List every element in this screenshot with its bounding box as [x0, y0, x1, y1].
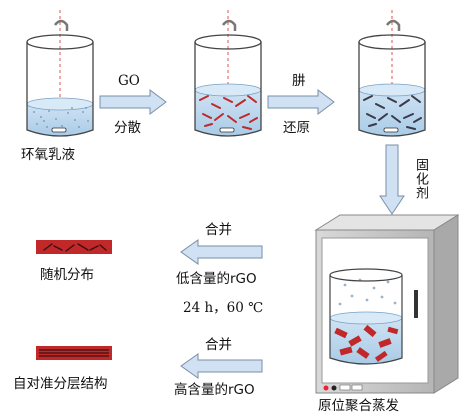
low-content-label: 低含量的rGO [176, 271, 257, 287]
in-situ-evaporation-label: 原位聚合蒸发 [318, 398, 399, 414]
emulsion-dots [33, 107, 89, 128]
disperse-label: 分散 [114, 120, 141, 136]
go-flakes [199, 95, 258, 130]
merge-bottom-label: 合并 [205, 337, 232, 353]
arrow-left-icon [180, 239, 263, 265]
self-aligned-layered-label: 自对准分层结构 [13, 376, 108, 392]
conditions-label: 24 h，60 ℃ [183, 300, 264, 316]
high-content-label: 高含量的rGO [174, 382, 255, 398]
rgo-flakes [363, 95, 422, 130]
stir-bar-icon [383, 127, 399, 133]
go-label: GO [118, 73, 140, 89]
stirrer-icon [386, 19, 401, 31]
curing-agent-label: 固化剂 [413, 158, 428, 200]
vapor-dots [338, 278, 397, 306]
merge-top-label: 合并 [205, 222, 232, 238]
stir-bar-icon [219, 127, 235, 133]
arrow-right-icon [267, 89, 335, 115]
stirrer-icon [54, 19, 69, 31]
random-distribution-label: 随机分布 [40, 267, 94, 283]
stir-bar-icon [51, 127, 67, 133]
arrow-left-icon [180, 353, 263, 379]
arrow-right-icon [99, 89, 167, 115]
oven-icon [314, 214, 459, 394]
liquid [27, 104, 93, 136]
reduce-label: 还原 [283, 120, 310, 136]
epoxy-emulsion-label: 环氧乳液 [21, 147, 75, 163]
beaker-rgo-reduced [358, 10, 426, 137]
arrow-down-icon [379, 144, 405, 215]
oven-flakes [334, 324, 399, 362]
layered-structure-bar [36, 346, 112, 360]
stirrer-icon [222, 19, 237, 31]
beaker-epoxy [26, 10, 94, 137]
random-distribution-bar [36, 240, 112, 254]
hydrazine-label: 肼 [292, 73, 306, 89]
beaker-go-dispersed [194, 10, 262, 137]
